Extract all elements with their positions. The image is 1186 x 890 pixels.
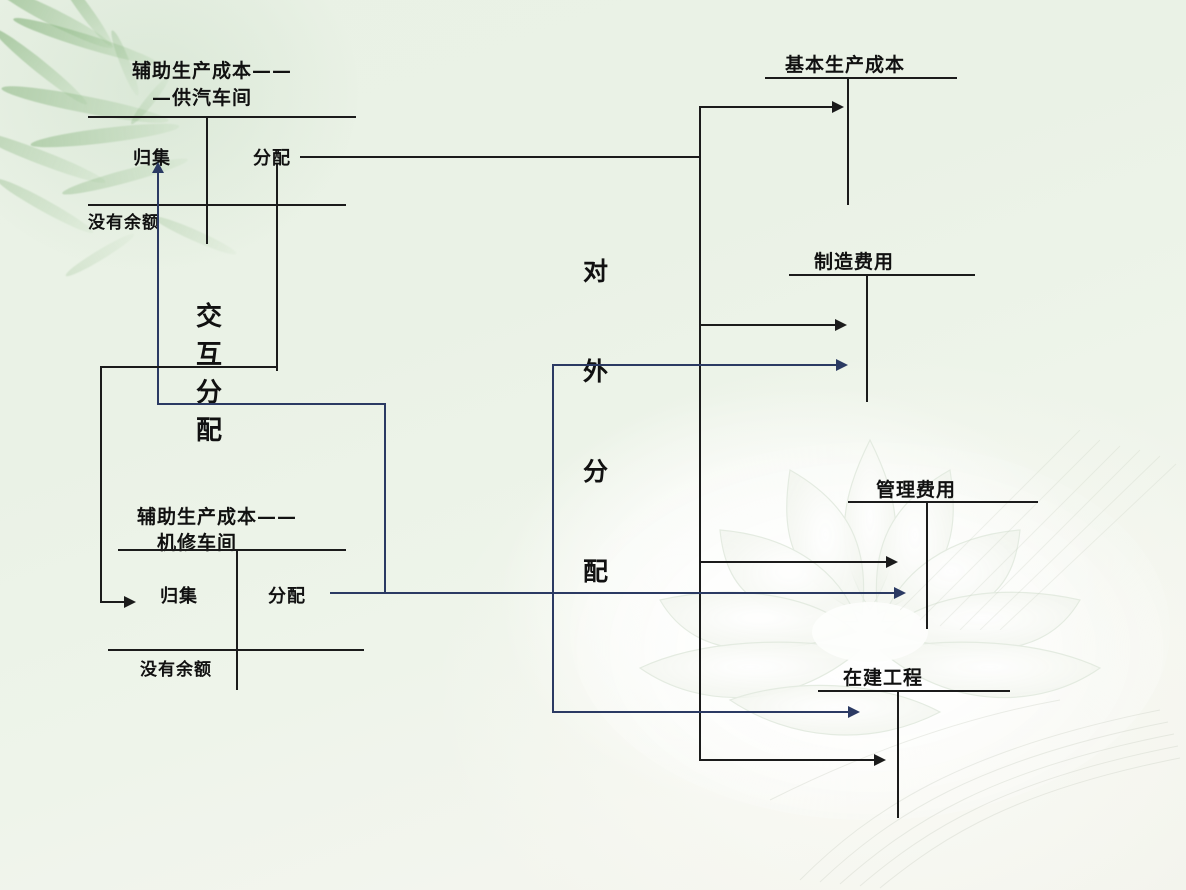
basic-production-cost-top-rule [765,77,957,79]
branch-to-construction-in-progress [699,759,879,761]
steam-workshop-center-divider [206,116,208,244]
external-char-2: 外 [583,357,609,386]
steam-workshop-balance-label: 没有余额 [88,213,160,233]
administrative-expense-title: 管理费用 [876,479,957,501]
construction-in-progress-title: 在建工程 [843,667,924,689]
manufacturing-overhead-title: 制造费用 [814,251,895,273]
blue-branch-to-construction-in-progress [552,711,852,713]
manufacturing-overhead-top-rule [789,274,975,276]
repair-credit-stub-run [330,592,386,594]
blue-branch-to-manufacturing-overhead [552,364,840,366]
steam-workshop-credit-label: 分配 [253,148,291,169]
construction-in-progress-divider [897,690,899,818]
repair-workshop-title-line2: 机修车间 [157,532,238,554]
steam-workshop-balance-rule [88,204,346,206]
watermark-hatch-decoration [900,430,1177,630]
blue-arrow-to-administrative-expense [894,587,906,599]
lotus-flower-decoration [570,438,1170,820]
arrow-into-steam-debit [152,162,164,173]
construction-in-progress-top-rule [818,690,1010,692]
steam-workshop-title-line1: 辅助生产成本—— [132,60,293,82]
reciprocal-char-4: 配 [196,416,223,446]
administrative-expense-top-rule [848,501,1038,503]
repair-debit-entry-run [100,601,128,603]
blue-arrow-to-construction-in-progress [848,706,860,718]
blue-branch-to-administrative-expense [330,592,898,594]
administrative-expense-divider [926,501,928,629]
repair-debit-downleg [100,366,102,603]
repair-workshop-title-line1: 辅助生产成本—— [137,506,298,528]
basic-production-cost-title: 基本生产成本 [785,54,906,76]
arrow-to-basic-production-cost [832,101,844,113]
steam-credit-horizontal-run [300,156,700,158]
external-char-3: 分 [583,457,609,486]
external-allocation-caption: 对 外 分 配 [583,222,608,622]
steam-workshop-title-line2: —供汽车间 [152,87,253,109]
repair-workshop-balance-rule [108,649,364,651]
repair-credit-riser [384,404,386,594]
repair-workshop-balance-label: 没有余额 [140,660,212,680]
arrow-into-repair-debit [124,596,136,608]
steam-credit-turn-run [100,366,278,368]
blue-arrow-to-manufacturing-overhead [836,359,848,371]
repair-workshop-credit-label: 分配 [268,586,306,607]
repair-workshop-debit-label: 归集 [160,586,198,607]
reciprocal-char-1: 交 [196,302,223,332]
arrow-to-construction-in-progress [874,754,886,766]
external-char-1: 对 [583,257,609,286]
repair-workshop-center-divider [236,549,238,690]
arrow-to-administrative-expense [886,556,898,568]
branch-to-manufacturing-overhead [699,324,839,326]
repair-credit-cross-run [157,403,386,405]
manufacturing-overhead-divider [866,274,868,402]
reciprocal-allocation-caption: 交 互 分 配 [196,298,222,450]
reciprocal-char-3: 分 [196,378,223,408]
steam-debit-riser [157,172,159,404]
arrow-to-manufacturing-overhead [835,319,847,331]
steam-workshop-top-rule [88,116,356,118]
reciprocal-char-2: 互 [196,340,223,370]
steam-workshop-credit-divider [276,163,278,371]
repair-workshop-top-rule [118,549,346,551]
basic-production-cost-divider [847,77,849,205]
external-trunk-vertical [699,106,701,761]
blue-trunk-vertical [552,364,554,712]
branch-to-administrative-expense [699,561,891,563]
watermark-arc-decoration [769,699,1180,889]
branch-to-basic-production-cost [699,106,839,108]
external-char-4: 配 [583,557,609,586]
